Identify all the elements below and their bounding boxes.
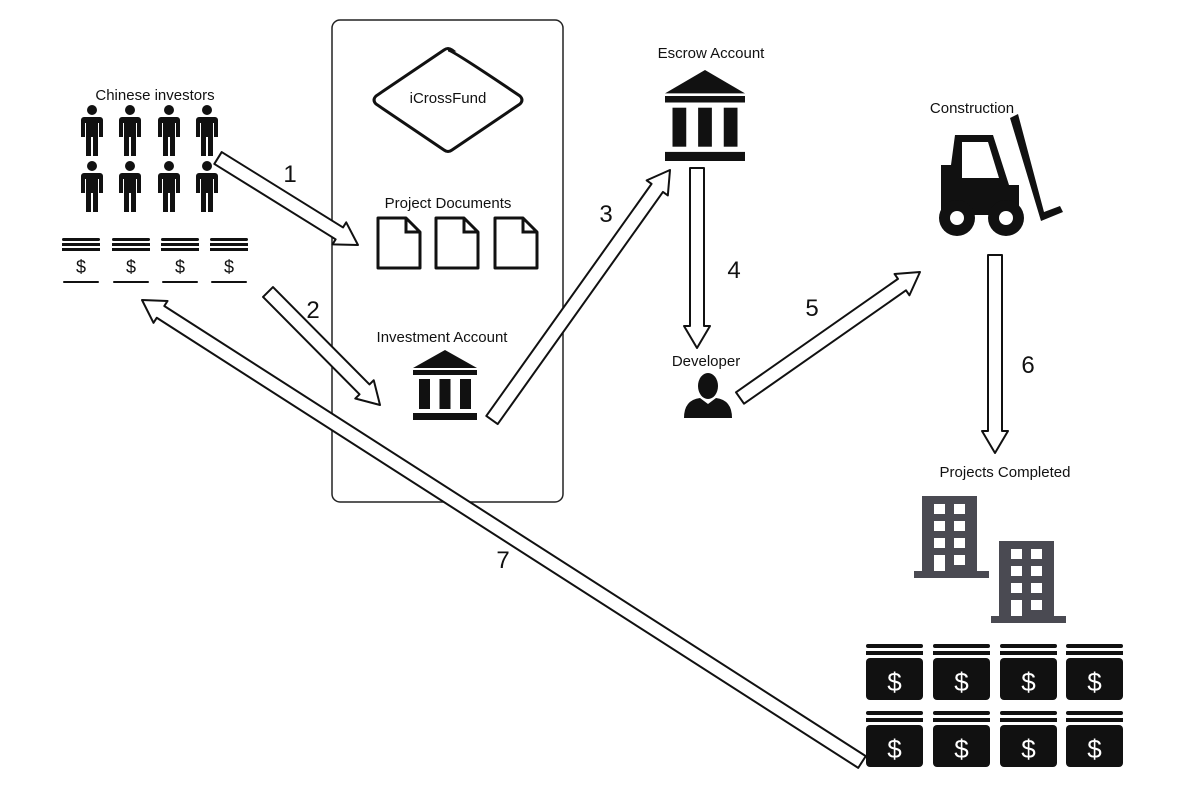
investor-money [62,238,248,283]
documents-label: Project Documents [385,195,512,212]
step-7-label: 7 [496,547,509,574]
escrow-label: Escrow Account [658,45,766,62]
dollar-stack-icon [112,238,150,283]
arrow-step-5 [734,271,921,405]
forklift-icon [939,114,1063,236]
step-2-label: 2 [306,297,319,324]
step-6-label: 6 [1021,352,1034,379]
arrow-step-6 [981,254,1009,454]
investors-label: Chinese investors [95,87,214,104]
person-icon [81,161,103,212]
dollar-stack-icon [161,238,199,283]
bank-icon [665,70,745,161]
dollar-stack-icon [1000,711,1057,767]
construction-label: Construction [930,100,1014,117]
platform-label: iCrossFund [410,90,487,107]
person-icon [119,161,141,212]
arrow-step-1 [213,151,359,246]
arrow-step-7 [141,299,867,769]
dollar-stack-icon [1066,644,1123,700]
person-icon [158,161,180,212]
step-1-label: 1 [283,161,296,188]
person-icon [196,105,218,156]
step-3-label: 3 [599,201,612,228]
dollar-stack-icon [1000,644,1057,700]
document-icon [434,216,480,270]
dollar-stack-icon [1066,711,1123,767]
platform-diamond [372,47,524,153]
completed-label: Projects Completed [940,464,1071,481]
bank-icon [413,350,477,420]
investors-group [81,105,218,212]
person-icon [158,105,180,156]
arrow-step-3 [485,169,671,426]
person-icon [81,105,103,156]
returns-money [866,644,1123,767]
dollar-stack-icon [933,644,990,700]
user-icon [684,373,732,418]
arrow-step-2 [262,286,381,406]
dollar-stack-icon [866,644,923,700]
dollar-stack-icon [933,711,990,767]
step-4-label: 4 [727,257,740,284]
dollar-stack-icon [210,238,248,283]
developer-label: Developer [672,353,740,370]
document-icon [493,216,539,270]
person-icon [119,105,141,156]
building-icon [914,496,989,578]
step-5-label: 5 [805,295,818,322]
dollar-stack-icon [62,238,100,283]
investment-account-label: Investment Account [377,329,509,346]
arrow-step-4 [683,167,711,349]
building-icon [991,541,1066,623]
document-icon [376,216,422,270]
person-icon [196,161,218,212]
dollar-stack-icon [866,711,923,767]
